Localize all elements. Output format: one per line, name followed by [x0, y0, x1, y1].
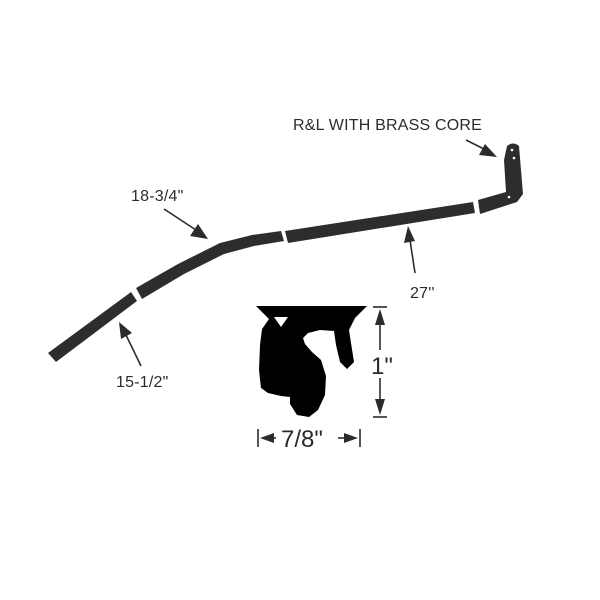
profile-notch [274, 317, 288, 327]
strip-segment-18-3-4 [136, 231, 284, 299]
segment-3-length-label: 27'' [410, 285, 435, 302]
brass-core-dot [510, 148, 514, 152]
width-dimension [257, 429, 361, 447]
brass-core-dot [512, 156, 516, 160]
height-dimension [373, 306, 387, 418]
segment-1-arrow [119, 322, 142, 367]
end-piece-arrow [465, 139, 497, 157]
weatherstrip-profile [256, 306, 367, 417]
strip-segment-27 [285, 202, 475, 243]
segment-2-arrow [163, 208, 208, 239]
brass-core-dot [507, 195, 511, 199]
profile-height-label: 1" [371, 353, 393, 380]
profile-width-label: 7/8" [281, 426, 323, 453]
segment-1-length-label: 15-1/2" [116, 374, 168, 391]
segment-2-length-label: 18-3/4" [131, 188, 183, 205]
segment-3-arrow [404, 226, 416, 274]
end-piece-label: R&L WITH BRASS CORE [293, 117, 482, 134]
end-piece-brass-core [478, 143, 523, 214]
strip-segment-15-1-2 [48, 292, 137, 362]
